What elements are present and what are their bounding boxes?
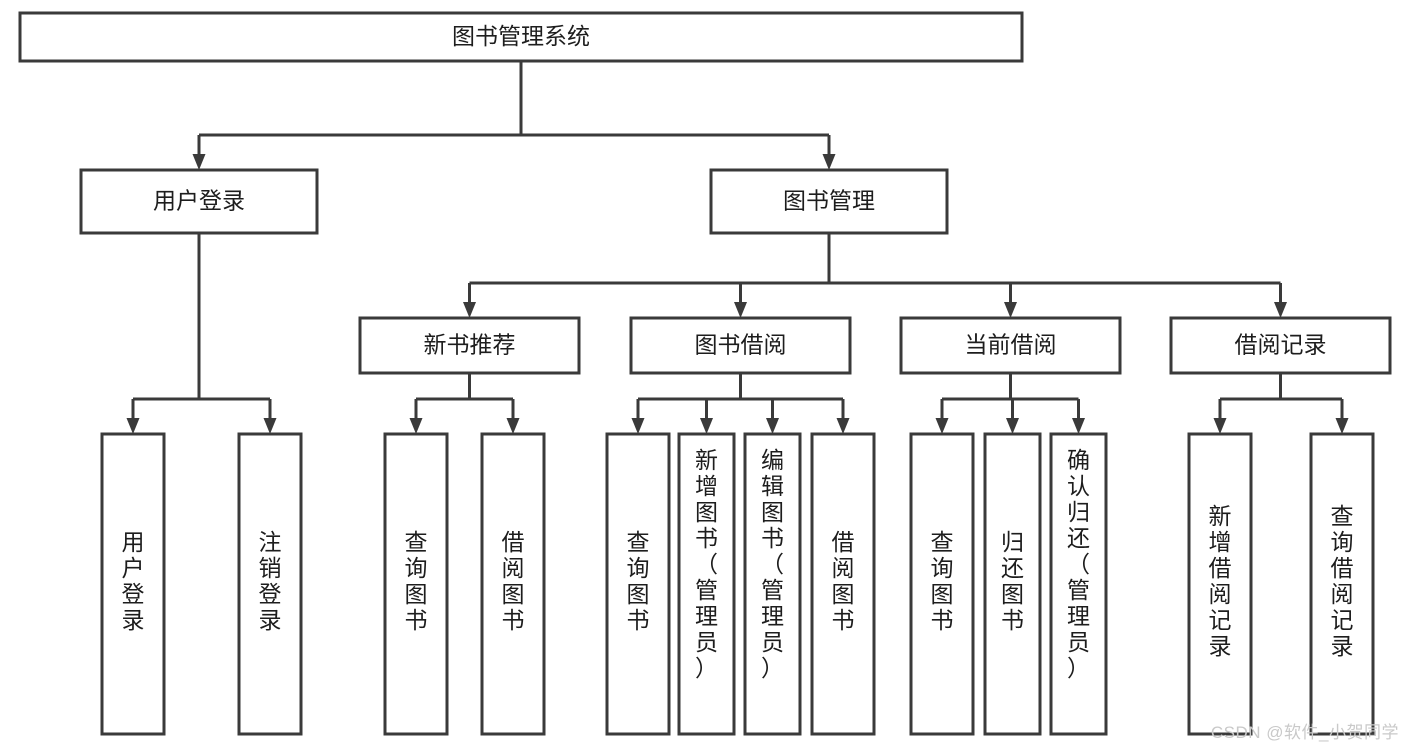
arrow-head-icon bbox=[822, 154, 836, 170]
node-label-borrow-record: 借阅记录 bbox=[1235, 332, 1327, 358]
node-box-borrow-record bbox=[1169, 316, 1392, 375]
node-leaf-borrow-book-2[interactable]: 借阅图书 bbox=[810, 432, 876, 736]
node-box-current-borrow bbox=[899, 316, 1122, 375]
node-label-new-book-rec: 新书推荐 bbox=[424, 332, 516, 358]
node-label-leaf-logout: 注销登录 bbox=[259, 529, 282, 633]
connector-group-root bbox=[192, 61, 836, 170]
node-box-new-book-rec bbox=[358, 316, 581, 375]
node-label-book-manage: 图书管理 bbox=[783, 188, 875, 214]
arrow-head-icon bbox=[935, 418, 949, 434]
node-box-leaf-add-book bbox=[677, 432, 736, 736]
node-box-user-login bbox=[79, 168, 319, 235]
node-book-borrow[interactable]: 图书借阅 bbox=[629, 316, 852, 375]
node-box-leaf-user-login bbox=[100, 432, 166, 736]
node-current-borrow[interactable]: 当前借阅 bbox=[899, 316, 1122, 375]
csdn-watermark: CSDN @软件_小贺同学 bbox=[1210, 723, 1399, 742]
node-box-leaf-add-record bbox=[1187, 432, 1253, 736]
node-leaf-query-book-3[interactable]: 查询图书 bbox=[909, 432, 975, 736]
node-label-leaf-add-book: 新增图书（管理员） bbox=[695, 447, 718, 681]
arrow-head-icon bbox=[126, 418, 140, 434]
arrow-head-icon bbox=[836, 418, 850, 434]
node-box-leaf-logout bbox=[237, 432, 303, 736]
node-root[interactable]: 图书管理系统 bbox=[18, 11, 1024, 63]
node-leaf-query-record[interactable]: 查询借阅记录 bbox=[1309, 432, 1375, 736]
arrow-head-icon bbox=[192, 154, 206, 170]
node-leaf-user-login[interactable]: 用户登录 bbox=[100, 432, 166, 736]
node-label-leaf-return-book: 归还图书 bbox=[1001, 529, 1024, 633]
node-leaf-return-book[interactable]: 归还图书 bbox=[983, 432, 1042, 736]
arrow-head-icon bbox=[1335, 418, 1349, 434]
node-leaf-add-record[interactable]: 新增借阅记录 bbox=[1187, 432, 1253, 736]
arrow-head-icon bbox=[631, 418, 645, 434]
node-label-user-login: 用户登录 bbox=[153, 188, 245, 214]
node-label-leaf-query-book-1: 查询图书 bbox=[405, 529, 428, 633]
node-leaf-borrow-book-1[interactable]: 借阅图书 bbox=[480, 432, 546, 736]
node-leaf-logout[interactable]: 注销登录 bbox=[237, 432, 303, 736]
node-layer: 图书管理系统用户登录图书管理新书推荐图书借阅当前借阅借阅记录用户登录注销登录查询… bbox=[18, 11, 1392, 736]
arrow-head-icon bbox=[1006, 418, 1019, 434]
node-label-root: 图书管理系统 bbox=[452, 23, 590, 49]
node-box-book-borrow bbox=[629, 316, 852, 375]
node-label-current-borrow: 当前借阅 bbox=[965, 332, 1057, 358]
node-leaf-edit-book[interactable]: 编辑图书（管理员） bbox=[743, 432, 802, 736]
node-leaf-query-book-2[interactable]: 查询图书 bbox=[605, 432, 671, 736]
node-label-leaf-user-login: 用户登录 bbox=[122, 529, 145, 633]
arrow-head-icon bbox=[506, 418, 520, 434]
node-box-leaf-query-book-1 bbox=[383, 432, 449, 736]
node-label-leaf-confirm-return: 确认归还（管理员） bbox=[1067, 447, 1090, 681]
node-box-leaf-borrow-book-2 bbox=[810, 432, 876, 736]
node-box-leaf-confirm-return bbox=[1049, 432, 1108, 736]
node-borrow-record[interactable]: 借阅记录 bbox=[1169, 316, 1392, 375]
node-book-manage[interactable]: 图书管理 bbox=[709, 168, 949, 235]
node-user-login[interactable]: 用户登录 bbox=[79, 168, 319, 235]
node-box-leaf-edit-book bbox=[743, 432, 802, 736]
arrow-head-icon bbox=[1072, 418, 1085, 434]
node-label-leaf-edit-book: 编辑图书（管理员） bbox=[761, 447, 784, 681]
arrow-head-icon bbox=[463, 302, 476, 318]
node-label-leaf-query-book-2: 查询图书 bbox=[627, 529, 650, 633]
connector-layer bbox=[126, 61, 1349, 434]
node-label-leaf-borrow-book-1: 借阅图书 bbox=[502, 529, 525, 633]
node-leaf-confirm-return[interactable]: 确认归还（管理员） bbox=[1049, 432, 1108, 736]
arrow-head-icon bbox=[1274, 302, 1287, 318]
node-box-root bbox=[18, 11, 1024, 63]
node-box-leaf-query-record bbox=[1309, 432, 1375, 736]
arrow-head-icon bbox=[263, 418, 277, 434]
node-label-leaf-query-record: 查询借阅记录 bbox=[1331, 503, 1354, 659]
node-box-leaf-query-book-2 bbox=[605, 432, 671, 736]
connector-group-current-borrow bbox=[935, 373, 1085, 434]
node-box-leaf-borrow-book-1 bbox=[480, 432, 546, 736]
node-box-leaf-return-book bbox=[983, 432, 1042, 736]
node-new-book-rec[interactable]: 新书推荐 bbox=[358, 316, 581, 375]
connector-group-book-manage bbox=[463, 233, 1287, 318]
arrow-head-icon bbox=[409, 418, 423, 434]
connector-group-new-book-rec bbox=[409, 373, 520, 434]
node-label-leaf-borrow-book-2: 借阅图书 bbox=[832, 529, 855, 633]
connector-group-borrow-record bbox=[1213, 373, 1349, 434]
connector-group-user-login bbox=[126, 233, 277, 434]
node-box-leaf-query-book-3 bbox=[909, 432, 975, 736]
arrow-head-icon bbox=[766, 418, 779, 434]
arrow-head-icon bbox=[700, 418, 713, 434]
arrow-head-icon bbox=[1004, 302, 1017, 318]
node-box-book-manage bbox=[709, 168, 949, 235]
node-label-leaf-query-book-3: 查询图书 bbox=[931, 529, 954, 633]
node-label-leaf-add-record: 新增借阅记录 bbox=[1209, 503, 1232, 659]
node-leaf-add-book[interactable]: 新增图书（管理员） bbox=[677, 432, 736, 736]
node-label-book-borrow: 图书借阅 bbox=[695, 332, 787, 358]
arrow-head-icon bbox=[1213, 418, 1227, 434]
connector-group-book-borrow bbox=[631, 373, 850, 434]
node-leaf-query-book-1[interactable]: 查询图书 bbox=[383, 432, 449, 736]
arrow-head-icon bbox=[734, 302, 747, 318]
